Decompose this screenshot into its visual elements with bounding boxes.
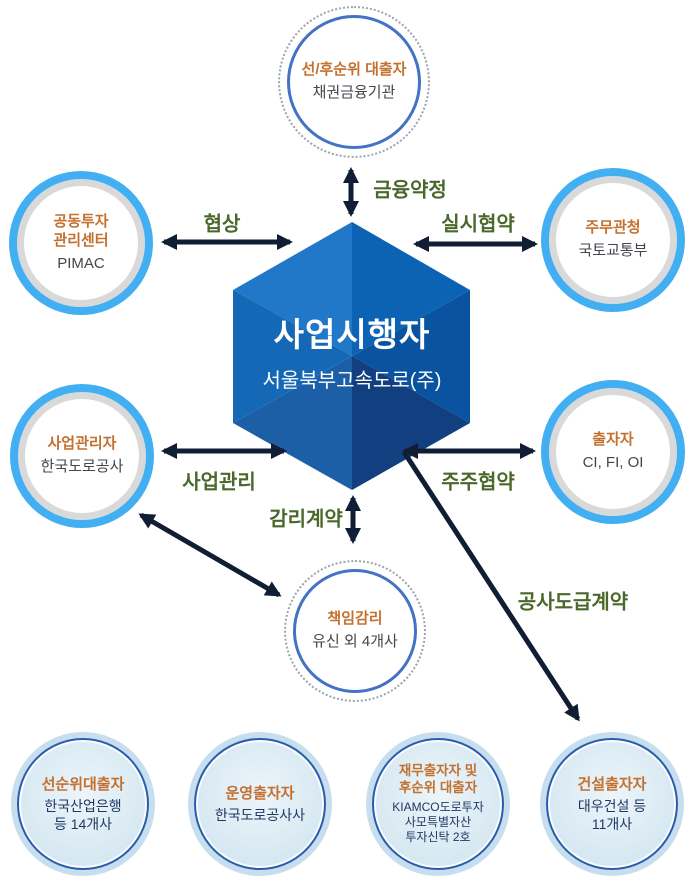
node-operating-investor: 운영출자자 한국도로공사사 — [194, 738, 326, 870]
node-authority: 주무관청 국토교통부 — [541, 168, 685, 312]
edge-label-financing: 금융약정 — [373, 179, 447, 202]
node-supervisor: 책임감리 유신 외 4개사 — [284, 560, 426, 702]
node-pimac-title-line2: 관리센터 — [53, 231, 109, 249]
node-lenders-body: 채권금융기관 — [312, 84, 396, 102]
node-operating-investor-title: 운영출자자 — [225, 784, 295, 802]
node-construction-investor-body-line1: 대우건설 등 — [577, 798, 647, 815]
node-lenders: 선/후순위 대출자 채권금융기관 — [278, 6, 430, 158]
node-investors-title: 출자자 — [592, 431, 634, 449]
node-senior-lender: 선순위대출자 한국산업은행 등 14개사 — [17, 738, 149, 870]
node-lenders-title: 선/후순위 대출자 — [301, 61, 407, 79]
edge-label-supervision: 감리계약 — [269, 508, 343, 531]
node-pimac-body: PIMAC — [57, 254, 105, 272]
edge-label-construction: 공사도급계약 — [517, 591, 629, 614]
node-financial-investor-title-line1: 재무출자자 및 — [398, 762, 478, 778]
node-manager-title: 사업관리자 — [47, 435, 117, 453]
node-financial-investor-title-line2: 후순위 대출자 — [398, 779, 478, 795]
diagram-arrows — [138, 167, 581, 722]
node-construction-investor-title: 건설출자자 — [577, 775, 647, 793]
node-pimac: 공동투자 관리센터 PIMAC — [9, 171, 153, 315]
center-node-subtitle: 서울북부고속도로(주) — [262, 370, 442, 392]
construction-contract-arrow — [401, 450, 581, 722]
node-financial-investor: 재무출자자 및 후순위 대출자 KIAMCO도로투자 사모특별자산 투자신탁 2… — [372, 738, 504, 870]
node-authority-body: 국토교통부 — [578, 242, 648, 260]
edge-label-shareholder: 주주협약 — [441, 471, 515, 494]
supervisor-manager-arrow — [138, 512, 282, 598]
node-operating-investor-body: 한국도로공사사 — [214, 807, 306, 824]
node-pimac-title-line1: 공동투자 — [53, 213, 109, 230]
node-financial-investor-body-line1: KIAMCO도로투자 — [392, 800, 484, 815]
node-financial-investor-body-line3: 투자신탁 2호 — [405, 830, 471, 845]
center-node: 사업시행자 서울북부고속도로(주) — [232, 308, 472, 393]
node-investors: 출자자 CI, FI, OI — [541, 380, 685, 524]
hexagon-gem — [233, 222, 470, 490]
node-authority-title: 주무관청 — [585, 219, 641, 237]
node-senior-lender-body-line2: 등 14개사 — [53, 816, 113, 833]
node-manager-body: 한국도로공사 — [40, 458, 124, 476]
node-manager: 사업관리자 한국도로공사 — [10, 384, 154, 528]
edge-label-negotiation: 협상 — [203, 213, 241, 236]
edge-label-management: 사업관리 — [182, 471, 256, 494]
node-senior-lender-body-line1: 한국산업은행 — [44, 798, 122, 815]
node-investors-body: CI, FI, OI — [582, 454, 644, 472]
node-construction-investor: 건설출자자 대우건설 등 11개사 — [546, 738, 678, 870]
center-node-title: 사업시행자 — [273, 316, 431, 353]
edge-label-concession: 실시협약 — [441, 213, 515, 236]
node-financial-investor-body-line2: 사모특별자산 — [404, 815, 472, 830]
node-supervisor-title: 책임감리 — [327, 610, 383, 628]
node-construction-investor-body-line2: 11개사 — [591, 816, 633, 833]
node-supervisor-body: 유신 외 4개사 — [312, 633, 398, 651]
node-senior-lender-title: 선순위대출자 — [41, 775, 125, 793]
